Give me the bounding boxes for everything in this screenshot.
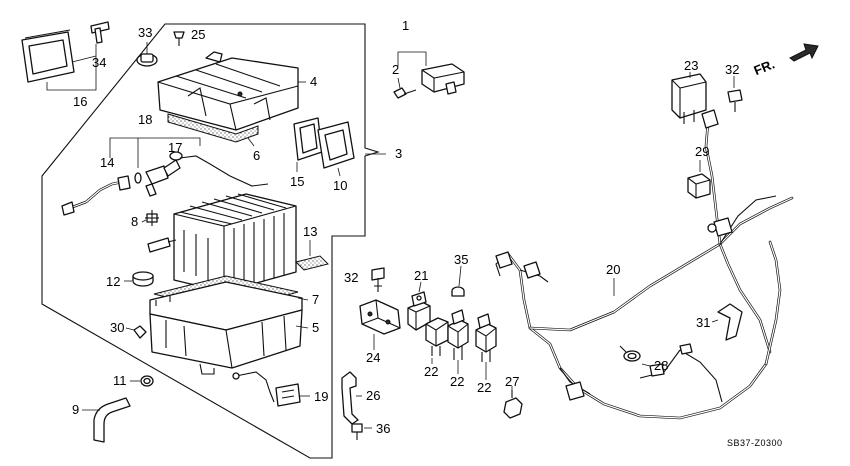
callout-labels: 1 2 3 4 5 6 7 8 9 10 11 12 13 14 15 16 1… [72, 18, 739, 436]
callout-27: 27 [505, 374, 519, 389]
gasket-15-part [293, 117, 323, 161]
callout-31: 31 [696, 315, 710, 330]
callout-26: 26 [366, 388, 380, 403]
leader-10 [337, 167, 341, 177]
relay-22c-part [475, 313, 497, 362]
upper-housing-part [157, 51, 299, 131]
drain-hose-part [93, 397, 131, 443]
insulator-13-part [295, 255, 329, 271]
callout-32b: 32 [725, 62, 739, 77]
callout-9: 9 [72, 402, 79, 417]
callout-14: 14 [100, 155, 114, 170]
callout-30: 30 [110, 320, 124, 335]
callout-5: 5 [312, 320, 319, 335]
leader-2 [397, 77, 401, 89]
leader-7 [297, 297, 309, 301]
assembly-boundary [41, 23, 380, 459]
callout-32a: 32 [344, 270, 358, 285]
callout-10: 10 [333, 178, 347, 193]
callout-22c: 22 [477, 380, 491, 395]
callout-7: 7 [312, 292, 319, 307]
callout-4: 4 [310, 74, 317, 89]
connector-27-part [503, 390, 523, 419]
relay-22a-part [425, 317, 449, 356]
gasket-ring-part [21, 29, 75, 83]
clip-part [173, 31, 185, 46]
callout-8: 8 [131, 214, 138, 229]
bracket-26-part [341, 371, 359, 425]
callout-15: 15 [290, 174, 304, 189]
callout-13: 13 [303, 224, 317, 239]
seal-strip-part [167, 113, 259, 143]
callout-22a: 22 [424, 364, 438, 379]
gasket-10-part [317, 121, 355, 169]
clip-28-part [619, 345, 641, 362]
sensor-32-part [371, 267, 385, 292]
callout-6: 6 [253, 148, 260, 163]
callout-24: 24 [366, 350, 380, 365]
leader-18 [109, 137, 201, 158]
clamp-31-part [717, 303, 743, 341]
screw-2-part [393, 87, 417, 99]
leader-31 [711, 319, 719, 323]
callout-28: 28 [654, 358, 668, 373]
bolt-36-part [351, 423, 363, 440]
callout-23: 23 [684, 58, 698, 73]
grommet-part [136, 53, 158, 67]
callout-35: 35 [454, 252, 468, 267]
callout-3: 3 [395, 146, 402, 161]
callout-19: 19 [314, 389, 328, 404]
leader-21 [418, 281, 422, 293]
resistor-29-part [687, 173, 711, 199]
screw-part [90, 21, 110, 44]
o-ring-part [134, 172, 142, 184]
grommet-12-part [132, 271, 154, 287]
callout-25: 25 [191, 27, 205, 42]
callout-1: 1 [402, 18, 409, 33]
leader-35 [458, 265, 462, 287]
grommet-35-part [451, 286, 465, 297]
leader-16 [46, 44, 97, 91]
drain-plug-part [140, 375, 154, 387]
thermostat-19-part [232, 371, 301, 407]
leader-28 [641, 363, 651, 367]
callout-34: 34 [92, 55, 106, 70]
callout-16: 16 [73, 94, 87, 109]
leader-34 [71, 55, 97, 63]
pipe-part [61, 175, 131, 216]
lower-case-part [149, 281, 303, 375]
figure-code: SB37-Z0300 [727, 438, 783, 448]
relay-22b-part [447, 309, 469, 360]
callout-2: 2 [392, 62, 399, 77]
callout-33: 33 [138, 25, 152, 40]
callout-11: 11 [113, 373, 127, 388]
bolt-32-part [727, 89, 743, 112]
leader-6 [247, 137, 255, 147]
leader-30 [125, 327, 135, 331]
leader-8 [141, 219, 147, 223]
front-arrow-icon [789, 43, 819, 62]
callout-36: 36 [376, 421, 390, 436]
switch-1-part [421, 63, 465, 95]
callout-17: 17 [168, 140, 182, 155]
expansion-valve-part [145, 151, 269, 197]
relay-bracket-24-part [359, 299, 401, 335]
wire-harness-part [495, 109, 794, 420]
bracket-8-part [145, 210, 159, 226]
callout-12: 12 [106, 274, 120, 289]
callout-18: 18 [138, 112, 152, 127]
callout-22b: 22 [450, 374, 464, 389]
leader-1 [397, 51, 427, 66]
control-unit-23-part [671, 73, 707, 124]
direction-label: FR. [752, 56, 777, 78]
callout-20: 20 [606, 262, 620, 277]
clip-30-part [133, 325, 147, 339]
leader-5 [295, 325, 309, 329]
relay-21-part [407, 291, 431, 331]
callout-21: 21 [414, 268, 428, 283]
front-direction-indicator: FR. [752, 43, 819, 78]
callout-29: 29 [695, 144, 709, 159]
evaporator-core-part [147, 193, 297, 293]
